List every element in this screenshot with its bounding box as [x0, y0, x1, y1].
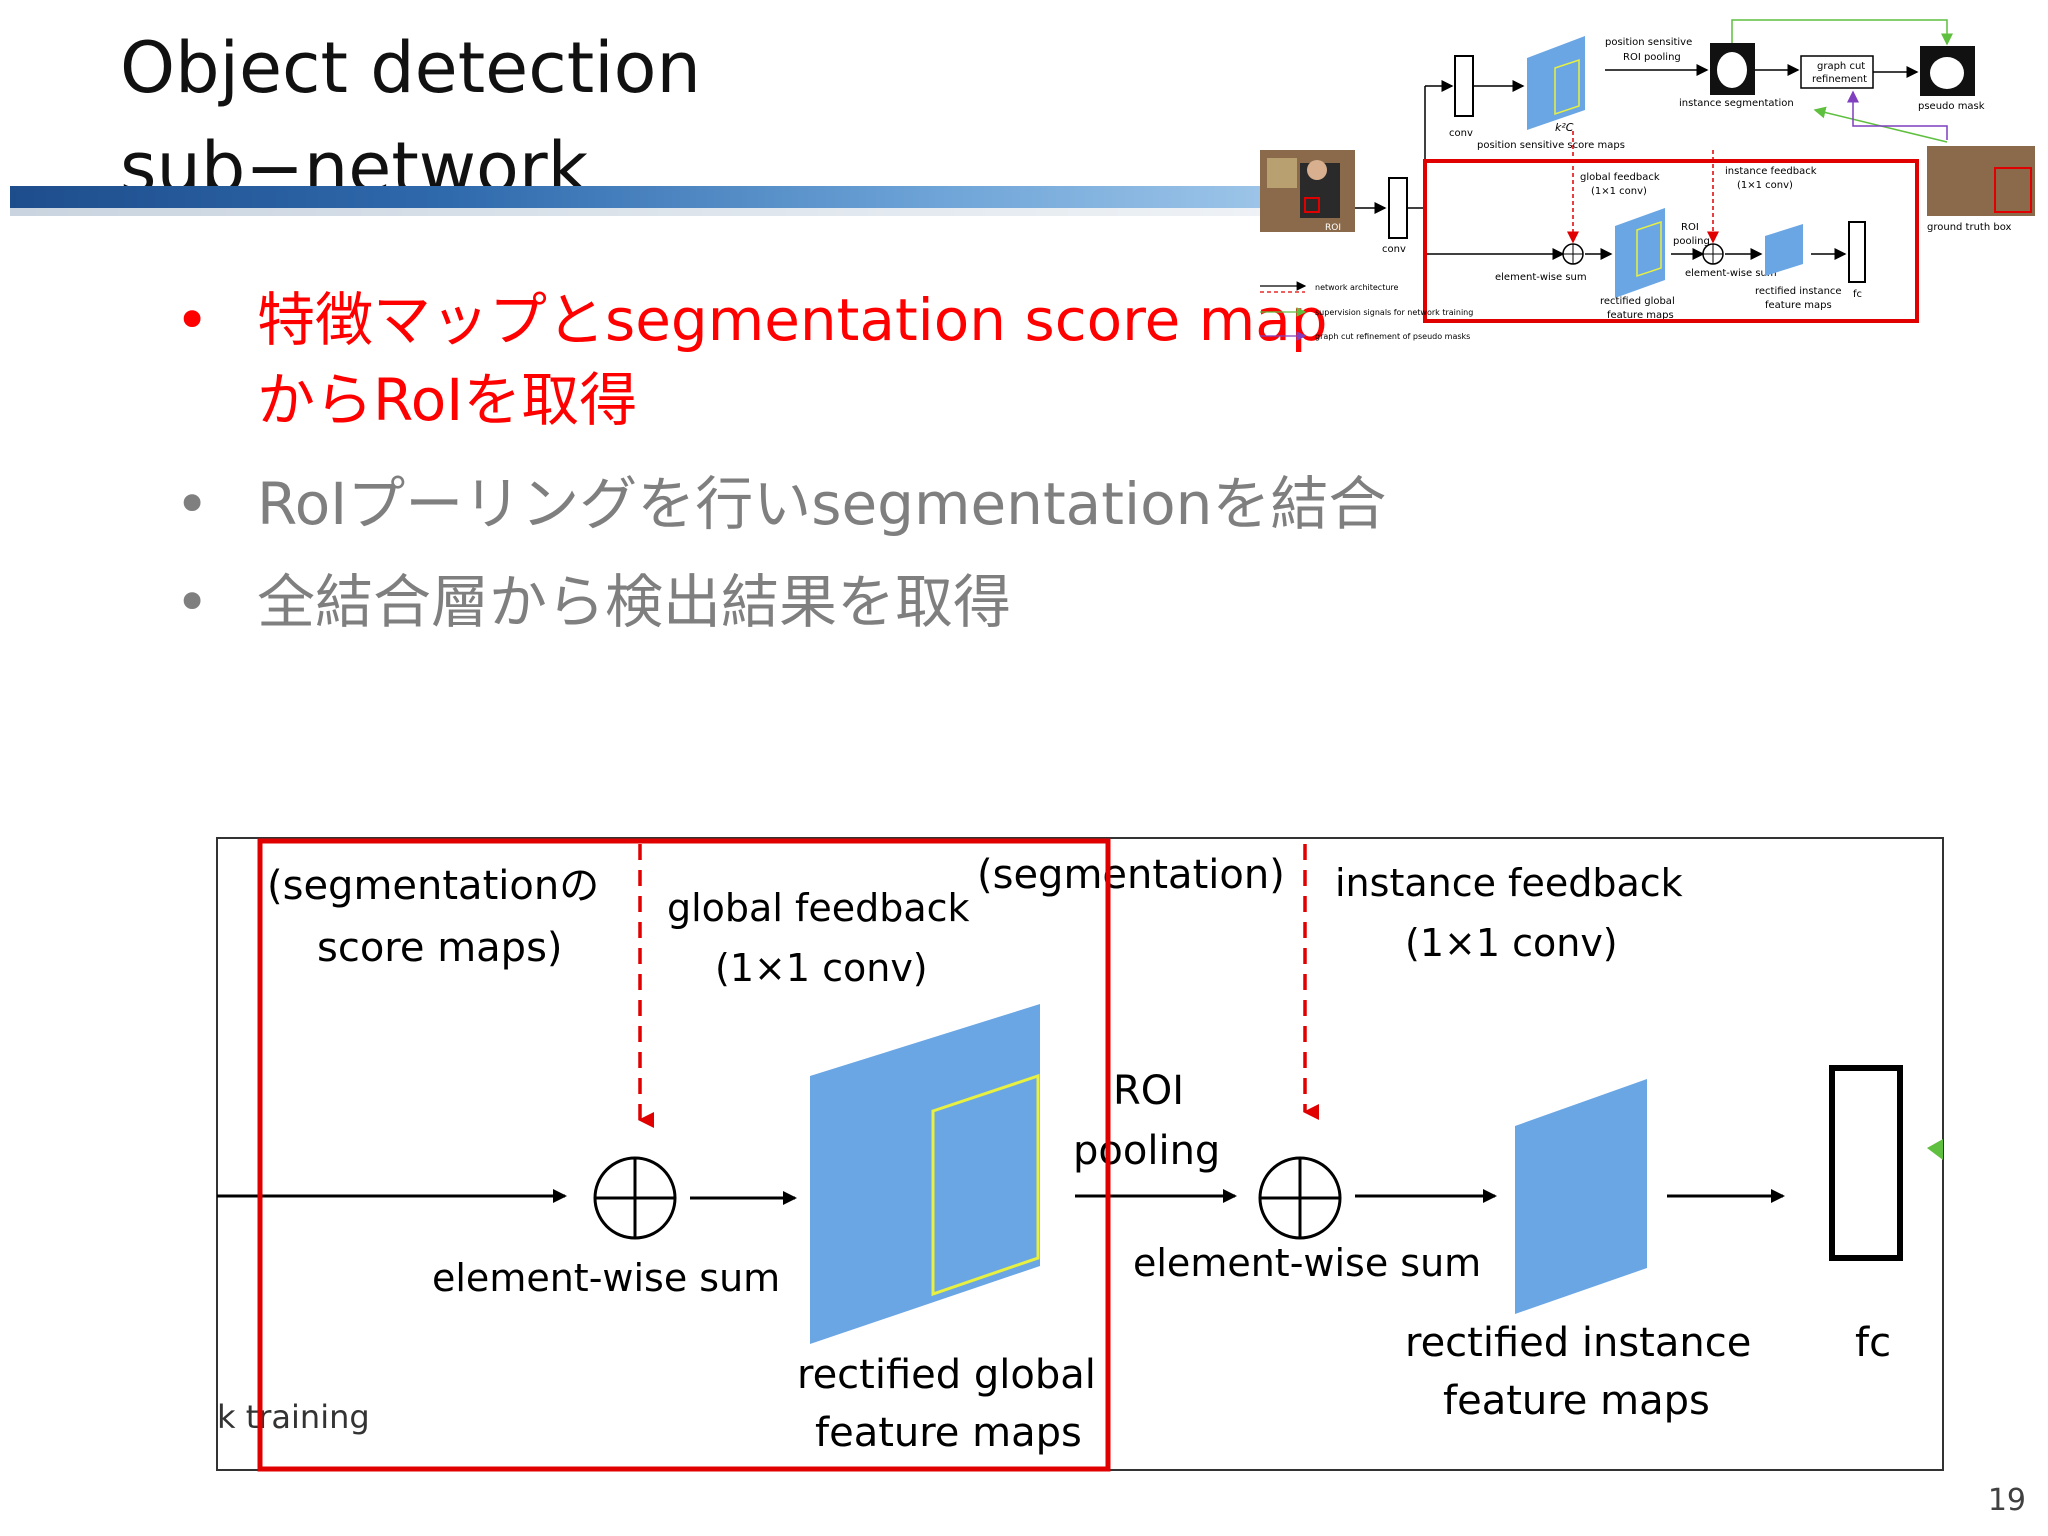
- paper-ps-score-maps-label: position sensitive score maps: [1477, 140, 1625, 151]
- paper-rect-global-map: [1615, 208, 1665, 298]
- title-underline-bar: [10, 186, 1260, 208]
- paper-fc-box: [1848, 221, 1866, 283]
- element-wise-sum-1: [593, 1156, 677, 1240]
- paper-ps-roi-2: ROI pooling: [1623, 52, 1681, 63]
- paper-graph-cut-1: graph cut: [1817, 61, 1865, 72]
- paper-ground-truth-label: ground truth box: [1927, 222, 2012, 233]
- slide-title: Object detection sub−network: [120, 18, 701, 218]
- rectified-global-highlight: [931, 1073, 1040, 1297]
- rect-inst-label-2: feature maps: [1443, 1378, 1710, 1424]
- paper-rect-inst-1: rectified instance: [1755, 286, 1842, 297]
- paper-graph-cut-2: refinement: [1812, 74, 1867, 85]
- bullet-dot: •: [175, 470, 210, 538]
- paper-kc-label: k²C: [1555, 121, 1574, 134]
- paper-ews-2: element-wise sum: [1685, 268, 1777, 279]
- bullet-dot: •: [175, 286, 210, 354]
- element-wise-sum-2: [1258, 1156, 1342, 1240]
- global-feedback-label-2: (1×1 conv): [715, 946, 928, 990]
- cut-off-legend-text: k training: [217, 1398, 370, 1436]
- annotation-segmentation: (segmentation): [977, 852, 1285, 898]
- paper-legend-2: supervision signals for network training: [1315, 308, 1473, 317]
- paper-instance-seg-label: instance segmentation: [1679, 98, 1794, 109]
- global-feedback-label-1: global feedback: [667, 886, 970, 930]
- paper-ews-1: element-wise sum: [1495, 272, 1587, 283]
- annotation-score-maps-1: (segmentationの: [267, 863, 599, 909]
- paper-conv-top-box: [1454, 55, 1474, 117]
- bullet-dot: •: [175, 568, 210, 636]
- paper-graph-cut-box: [1800, 55, 1874, 89]
- ews-label-1: element-wise sum: [432, 1256, 780, 1300]
- bullet-text-3: 全結合層から検出結果を取得: [257, 568, 1012, 636]
- rect-inst-label-1: rectified instance: [1405, 1320, 1751, 1366]
- paper-ground-truth-image: [1927, 146, 2035, 216]
- paper-fc-label: fc: [1853, 289, 1862, 300]
- bullet-text-1: 特徴マップとsegmentation score mapからRoIを取得: [257, 286, 1328, 434]
- bullet-item-1: • 特徴マップとsegmentation score mapからRoIを取得: [175, 280, 1377, 440]
- annotation-score-maps-2: score maps): [317, 925, 563, 971]
- paper-legend-1: network architecture: [1315, 283, 1399, 292]
- paper-global-fb-1: global feedback: [1580, 172, 1660, 183]
- main-highlight-box: [257, 838, 1111, 1472]
- instance-feedback-label-1: instance feedback: [1335, 861, 1683, 905]
- paper-rect-inst-2: feature maps: [1765, 300, 1832, 311]
- roi-label: ROI: [1113, 1068, 1184, 1114]
- paper-pseudo-mask-label: pseudo mask: [1918, 101, 1985, 112]
- paper-conv-left-label: conv: [1382, 244, 1406, 255]
- paper-highlight-box: [1423, 159, 1919, 323]
- paper-inst-fb-2: (1×1 conv): [1737, 180, 1793, 191]
- title-line-1: Object detection: [120, 27, 701, 109]
- ews-label-2: element-wise sum: [1133, 1241, 1481, 1285]
- rectified-instance-feature-map: [1515, 1079, 1647, 1314]
- fc-box: [1829, 1065, 1903, 1261]
- pooling-label: pooling: [1073, 1128, 1220, 1174]
- paper-rect-global-1: rectified global: [1600, 296, 1675, 307]
- page-number: 19: [1987, 1483, 2026, 1518]
- bullet-item-2: • RoIプーリングを行いsegmentationを結合: [175, 464, 1386, 544]
- paper-global-fb-2: (1×1 conv): [1591, 186, 1647, 197]
- bullet-item-3: • 全結合層から検出結果を取得: [175, 562, 1386, 642]
- paper-roi-pool-1: ROI: [1681, 222, 1699, 233]
- paper-rect-inst-map: [1765, 224, 1803, 276]
- bullet-list: • 特徴マップとsegmentation score mapからRoIを取得 •…: [175, 280, 1386, 642]
- paper-conv-left-box: [1388, 177, 1408, 239]
- rectified-global-feature-map: [810, 1004, 1040, 1344]
- title-underline-shadow: [10, 208, 1260, 216]
- rect-global-label-2: feature maps: [815, 1410, 1082, 1456]
- paper-inst-fb-1: instance feedback: [1725, 166, 1817, 177]
- main-figure-frame: [216, 837, 1944, 1471]
- instance-feedback-label-2: (1×1 conv): [1405, 921, 1618, 965]
- paper-roi-pool-2: pooling: [1673, 236, 1710, 247]
- paper-rect-global-2: feature maps: [1607, 310, 1674, 321]
- green-arrow-fragment: [1927, 1139, 1943, 1160]
- bullet-text-2: RoIプーリングを行いsegmentationを結合: [257, 470, 1387, 538]
- rect-global-label-1: rectified global: [797, 1352, 1096, 1398]
- paper-conv-top-label: conv: [1449, 128, 1473, 139]
- main-architecture-figure: element-wise sum global feedback (1×1 co…: [216, 837, 1944, 1472]
- fc-label: fc: [1855, 1320, 1891, 1366]
- paper-roi-label: ROI: [1325, 223, 1341, 233]
- paper-legend-3: graph cut refinement of pseudo masks: [1315, 332, 1470, 341]
- paper-ps-score-maps: [1527, 36, 1585, 130]
- paper-ps-roi-1: position sensitive: [1605, 37, 1692, 48]
- paper-architecture-figure: ROI conv conv k²C position sensitive sco…: [1260, 19, 2035, 341]
- input-photo: ROI: [1260, 150, 1355, 233]
